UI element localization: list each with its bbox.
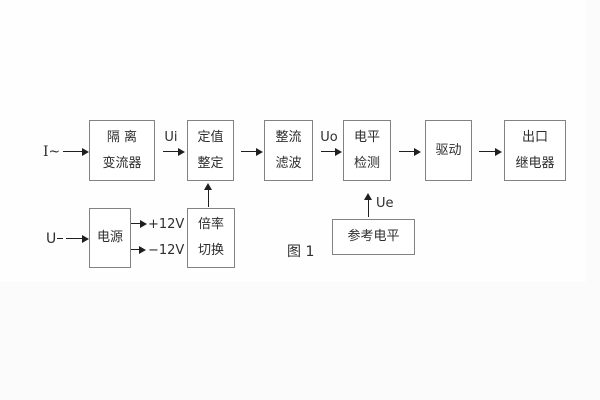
arrow-head-icon	[140, 220, 147, 228]
block-label-line: 定值	[197, 129, 224, 145]
block-label-line: 电源	[96, 230, 123, 245]
block-label-line: 电平	[353, 129, 380, 145]
block-rectifier-filter: 整流 滤波	[264, 120, 313, 181]
block-label-line: 整流	[275, 129, 302, 145]
arrow-head-icon	[82, 148, 89, 156]
figure-caption: 图 1	[287, 244, 315, 260]
arrow-line	[66, 238, 82, 239]
block-level-detector: 电平 检测	[343, 120, 391, 181]
block-label-line: 检测	[353, 155, 380, 171]
block-label-line: 参考电平	[347, 229, 400, 244]
arrow-line	[208, 189, 209, 207]
block-label-line: 切换	[197, 243, 224, 258]
block-output-relay: 出口 继电器	[504, 120, 566, 181]
label-signal-uo: Uo	[320, 130, 338, 145]
block-setpoint-adjust: 定值 整定	[187, 120, 234, 181]
arrow-head-icon	[204, 183, 212, 190]
arrow-head-icon	[139, 246, 146, 254]
arrow-head-icon	[414, 148, 421, 156]
arrow-line	[131, 249, 139, 250]
block-power-supply: 电源	[89, 208, 131, 268]
block-driver: 驱动	[425, 120, 472, 181]
block-isolation-transformer: 隔 离 变流器	[89, 120, 155, 181]
arrow-head-icon	[495, 148, 502, 156]
arrow-line	[163, 151, 178, 152]
arrow-head-icon	[335, 148, 342, 156]
block-label-line: 驱动	[435, 142, 462, 158]
arrow-line	[399, 151, 414, 152]
block-reference-level: 参考电平	[332, 219, 415, 255]
label-rail-negative: −12V	[148, 243, 185, 258]
block-label-line: 倍率	[197, 217, 224, 232]
label-input-current: I~	[43, 144, 61, 160]
arrow-head-icon	[256, 148, 263, 156]
arrow-head-icon	[178, 148, 185, 156]
label-signal-ue: Ue	[376, 196, 394, 211]
arrow-dash	[57, 238, 63, 239]
block-label-line: 继电器	[515, 155, 555, 171]
arrow-line	[63, 151, 82, 152]
arrow-head-icon	[364, 193, 372, 200]
block-ratio-switch: 倍率 切换	[187, 208, 235, 268]
label-rail-positive: +12V	[148, 217, 185, 232]
block-label-line: 整定	[197, 155, 224, 171]
label-input-voltage: U	[46, 231, 57, 247]
arrow-line	[321, 151, 335, 152]
label-signal-ui: Ui	[164, 130, 178, 145]
block-label-line: 隔 离	[106, 129, 138, 145]
arrow-line	[479, 151, 495, 152]
arrow-line	[241, 151, 256, 152]
arrow-line	[368, 199, 369, 217]
block-label-line: 滤波	[275, 155, 302, 171]
page-margin-bottom	[0, 282, 600, 400]
arrow-head-icon	[82, 235, 89, 243]
block-label-line: 变流器	[102, 155, 142, 171]
block-label-line: 出口	[521, 129, 548, 145]
arrow-line	[131, 223, 140, 224]
